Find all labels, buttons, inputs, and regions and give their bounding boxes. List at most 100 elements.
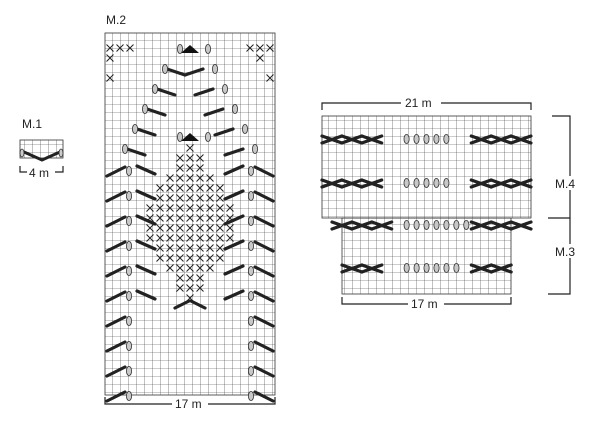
diagonal-cable-line [253,290,275,303]
cross-symbol [186,174,194,182]
cross-symbol [166,194,174,202]
oval-stitch [241,124,248,135]
diagonal-cable-line [253,165,275,178]
cross-symbol [216,224,224,232]
cross-symbol [216,254,224,262]
diagonal-cable-line [253,315,275,328]
oval-stitch [211,64,218,75]
cross-symbol [186,274,194,282]
oval-stitch [443,219,450,230]
cross-symbol [156,244,164,252]
cross-symbol [176,184,184,192]
cross-symbol [186,144,194,152]
oval-stitch [423,219,430,230]
diagonal-cable-line [340,134,364,145]
chart-m4-top-bracket: 21 m [321,95,532,110]
cross-symbol [196,224,204,232]
diagonal-cable-line [223,289,245,301]
cross-symbol [186,204,194,212]
diagonal-cable-line [189,299,207,310]
chart-m1-symbols [19,148,64,162]
chart-m3-bottom-bracket: 17 m [341,296,512,311]
diagonal-cable-line [253,365,275,378]
cross-symbol [166,184,174,192]
cross-symbol [266,74,274,82]
chart-m3-bottom-width-label: 17 m [411,297,438,311]
chart-m4-m3-symbols [320,133,533,274]
cross-symbol [186,184,194,192]
oval-stitch [151,84,158,95]
cross-symbol [196,284,204,292]
cross-symbol [186,234,194,242]
oval-stitch [247,190,254,201]
chart-m2-width-label: 17 m [175,397,202,411]
cross-symbol [146,234,154,242]
diagonal-cable-line [253,340,275,353]
chart-m1-grid [19,139,64,159]
cross-symbol [176,174,184,182]
filled-triangle [181,45,199,53]
cross-symbol [116,44,124,52]
oval-stitch [247,365,254,376]
oval-stitch [126,390,133,401]
oval-stitch [247,315,254,326]
oval-stitch [443,262,450,273]
cross-symbol [196,214,204,222]
cross-symbol [156,214,164,222]
cross-symbol [186,264,194,272]
cross-symbol [106,54,114,62]
diagonal-cable-line [105,340,127,353]
diagonal-cable-line [330,220,354,231]
cross-symbol [196,264,204,272]
oval-stitch [204,44,211,55]
diagonal-cable-line [253,390,275,403]
oval-stitch [126,240,133,251]
cable-symbol [22,150,62,162]
oval-stitch [247,265,254,276]
diagonal-cable-line [105,390,127,403]
diagonal-cable-line [469,263,493,274]
cross-symbol [206,174,214,182]
cross-symbol [206,194,214,202]
diagonal-cable-line [340,263,364,274]
oval-stitch [247,240,254,251]
cross-symbol [106,74,114,82]
chart-m1-width-bracket: 4 m [19,165,64,180]
cross-symbol [186,254,194,262]
chart-m4-grid [321,115,532,219]
diagonal-cable-line [135,214,157,226]
cross-symbol [186,154,194,162]
diagonal-cable-line [105,165,127,178]
diagonal-cable-line [105,290,127,303]
chart-m2-width-bracket: 17 m [104,396,276,411]
oval-stitch [247,390,254,401]
cross-symbol [196,234,204,242]
cross-symbol [156,254,164,262]
oval-stitch [433,262,440,273]
cross-symbol [196,184,204,192]
oval-stitch [126,265,133,276]
diagonal-cable-line [469,178,493,189]
cross-symbol [176,224,184,232]
diagonal-cable-line [223,164,245,176]
cross-symbol [146,224,154,232]
cross-symbol [246,44,254,52]
oval-stitch [161,64,168,75]
oval-stitch [126,165,133,176]
cross-symbol [166,174,174,182]
cross-symbol [196,204,204,212]
diagonal-cable-line [183,67,205,77]
oval-stitch [443,177,450,188]
diagonal-cable-line [135,289,157,301]
cross-symbol [256,54,264,62]
cross-symbol [176,214,184,222]
oval-stitch [251,143,258,154]
diagonal-cable-line [253,190,275,203]
diagonal-cable-line [105,315,127,328]
chart-m4-m3: 21 m 17 m M.4 M.3 [320,95,583,311]
oval-stitch [176,131,183,142]
cross-symbol [176,154,184,162]
cross-symbol [186,214,194,222]
oval-stitch [403,133,410,144]
cross-symbol [176,284,184,292]
